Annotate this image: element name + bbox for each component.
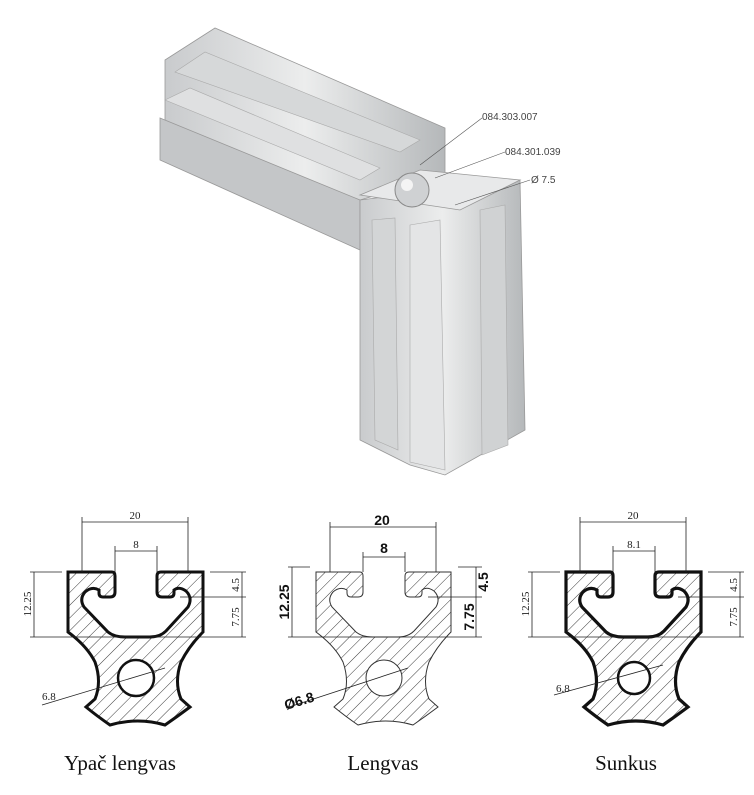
dim-width: 20 [374,512,390,528]
dim-lip: 4.5 [475,572,491,592]
dim-slot: 8 [380,540,388,556]
profile-heavy: 20 8.1 12.25 4.5 7.75 6.8 Sunkus [520,510,744,775]
dim-height: 12.25 [276,584,292,619]
profile-light: 20 8 12.25 4.5 7.75 Ø6.8 Lengvas [276,512,491,775]
dim-slot: 8 [133,539,139,551]
dim-hole: 6.8 [556,683,570,695]
profile-extra-light: 20 8 12.25 4.5 7.75 6.8 Ypač lengvas [22,510,246,775]
dim-depth: 7.75 [461,603,477,630]
callout-part-1: 084.303.007 [482,112,538,123]
dim-hole: 6.8 [42,691,56,703]
dim-height: 12.25 [520,591,532,616]
assembly-illustration: 084.303.007 084.301.039 Ø 7.5 [159,27,561,476]
dim-width: 20 [130,510,142,522]
dim-lip: 4.5 [728,578,740,592]
caption-profile-1: Ypač lengvas [64,751,176,775]
dim-width: 20 [628,510,640,522]
dim-depth: 7.75 [230,607,242,627]
dim-hole: Ø6.8 [282,689,316,713]
callout-diameter: Ø 7.5 [531,175,556,186]
dim-depth: 7.75 [728,607,740,627]
dim-lip: 4.5 [230,578,242,592]
dim-height: 12.25 [22,591,34,616]
callout-part-2: 084.301.039 [505,147,561,158]
caption-profile-2: Lengvas [347,751,418,775]
dim-slot: 8.1 [627,539,641,551]
caption-profile-3: Sunkus [595,751,657,775]
